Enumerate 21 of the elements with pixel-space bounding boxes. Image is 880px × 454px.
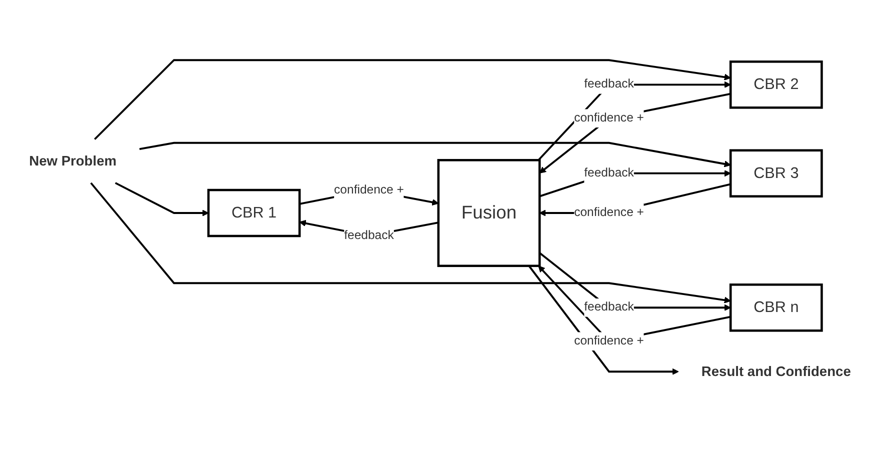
arrow <box>94 59 731 140</box>
node-text: Result and Confidence <box>701 364 851 380</box>
arrow <box>538 81 731 161</box>
edge-label: feedback <box>344 229 394 242</box>
edge-label: feedback <box>584 166 634 180</box>
arrow <box>114 182 209 217</box>
edge-label: feedback <box>584 78 634 91</box>
edge-label: confidence + <box>574 112 644 125</box>
node-box: CBR n <box>729 284 823 332</box>
node-text: New Problem <box>29 153 117 169</box>
edge-label: feedback <box>584 300 634 314</box>
node-box: CBR 2 <box>729 60 823 109</box>
arrow <box>528 266 679 376</box>
node-box: CBR 3 <box>729 149 823 198</box>
arrow <box>539 93 731 174</box>
arrow <box>139 142 731 168</box>
edge-label: confidence + <box>574 334 644 348</box>
edge-label: confidence + <box>574 206 644 220</box>
edge-label: confidence + <box>334 184 404 197</box>
node-box: CBR 1 <box>207 189 301 238</box>
node-box: Fusion <box>437 159 541 268</box>
